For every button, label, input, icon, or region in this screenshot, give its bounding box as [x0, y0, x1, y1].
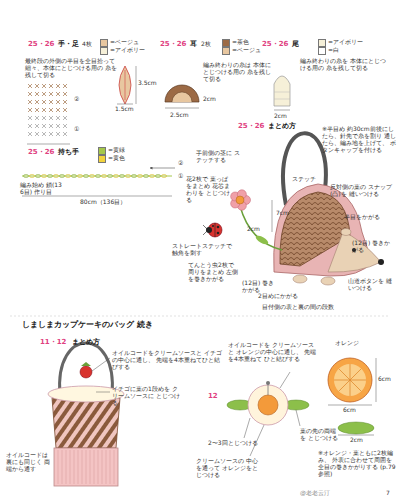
- note-label: 80cm（136目）: [80, 199, 126, 206]
- note-label: オイルコードをクリームソースと イチゴの中心に通し、 先端を4本重ねてひと結びす…: [112, 350, 222, 371]
- orange-piece: [328, 358, 376, 435]
- note-label: 2〜3回とじつける: [208, 440, 258, 447]
- note-label: 目付側の表と裏の間の段数: [262, 304, 334, 311]
- note-label: 持ち手: [58, 148, 79, 156]
- note-label: (12目) 巻きかがる: [242, 280, 276, 294]
- note-label: しましまカップケーキのバッグ 続き: [22, 320, 153, 329]
- color-swatch: [98, 147, 106, 155]
- note-label: 4枚: [82, 41, 92, 48]
- note-label: @老老云汀: [300, 490, 330, 497]
- color-swatch: [318, 39, 326, 47]
- note-label: 耳: [190, 40, 197, 48]
- note-label: 6cm: [378, 376, 391, 383]
- legend-text: =アイボリー: [110, 46, 145, 55]
- legend-text: =ベージュ: [232, 46, 261, 55]
- note-label: 7cm: [276, 210, 289, 217]
- note-label: 山道ボタンを 縫いつける: [348, 278, 396, 292]
- note-label: 2cm: [350, 437, 363, 444]
- note-label: 2目めにかがる: [258, 293, 298, 300]
- legend-item: =黄色: [98, 154, 125, 163]
- legend-item: =アイボリー: [100, 46, 145, 55]
- note-label: 半目をかがる: [344, 214, 380, 221]
- note-label: 反対側の葉の スナップ(凸)を 縫いつける: [330, 184, 396, 198]
- color-swatch: [100, 39, 108, 47]
- legend-text: =茶色: [232, 38, 249, 47]
- note-label: 6cm: [343, 407, 356, 414]
- legend-text: =黄緑: [108, 146, 125, 155]
- note-label: 手前側の茎に ステッチする: [196, 150, 244, 164]
- legend-item: =ベージュ: [222, 46, 261, 55]
- legend-text: =白: [328, 46, 339, 55]
- note-label: ①: [74, 126, 79, 133]
- color-swatch: [318, 47, 326, 55]
- color-swatch: [100, 47, 108, 55]
- note-label: 編み始め 鎖(136目) 作り目: [20, 182, 62, 196]
- section-number: 25・26: [28, 148, 54, 156]
- color-swatch: [222, 39, 230, 47]
- section-number: 25・26: [262, 40, 288, 48]
- color-swatch: [222, 47, 230, 55]
- tail-piece: [274, 76, 290, 110]
- note-label: ①: [178, 173, 183, 180]
- note-label: オイルコードを クリームソースと オレンジの中心に通し、 先端を4本重ねて ひと…: [228, 342, 318, 363]
- note-label: 尾: [292, 40, 299, 48]
- ear-piece: [165, 85, 199, 108]
- section-number: 25・26: [28, 40, 54, 48]
- note-label: ストレートステッチで 触角を刺す: [172, 243, 232, 257]
- note-label: 2.5cm: [170, 112, 189, 119]
- note-label: 花2枚で 葉っぱをまとめ 花芯まわりを とじつける: [186, 176, 232, 204]
- note-label: 最終段の外側の半目を全目拾って 細々、本体にとじつける用の 糸を残して切る: [25, 58, 120, 79]
- note-label: てんとう虫2枚で 周りをまとめ 左側を巻きかがる: [188, 262, 238, 283]
- note-label: (12目) 巻きかがる: [352, 240, 392, 254]
- note-label: ※半目め 約30cm前後にしたら、針先で糸を割り 通したら、編み地を上げて、 ボ…: [322, 126, 396, 154]
- note-label: まとめ方: [72, 338, 100, 346]
- note-label: 葉の先の両端を とじつける: [300, 428, 340, 442]
- legend-text: =アイボリー: [328, 38, 363, 47]
- note-label: ステッチ: [292, 176, 316, 183]
- section-number: 11・12: [40, 338, 66, 346]
- note-label: 編み終わりの糸は 本体にとじつける用の 糸を残して切る: [203, 62, 275, 83]
- section-number: 25・26: [160, 40, 186, 48]
- note-label: 2cm: [274, 113, 287, 120]
- note-label: 手・足: [58, 40, 79, 48]
- section-number: 25・26: [238, 122, 264, 130]
- legend-text: =黄色: [108, 154, 125, 163]
- note-label: 2cm: [247, 226, 260, 233]
- note-label: オレンジ: [335, 340, 359, 347]
- note-label: ※オレンジ・葉ともに2枚編み、 外表に合わせて周囲を 全目の巻きかがりする (p…: [318, 450, 396, 478]
- legend-text: =ベージュ: [110, 38, 139, 47]
- note-label: 3.5cm: [138, 80, 157, 87]
- note-label: イチゴに葉の1段めを クリームソースに とじつける: [112, 386, 182, 407]
- legend-item: =白: [318, 46, 339, 55]
- color-swatch: [98, 155, 106, 163]
- divider: [10, 316, 390, 317]
- section-number: 12: [208, 392, 218, 400]
- note-label: オイルコードは 裏にも同じく 両端から通す: [6, 452, 52, 473]
- note-label: ②: [74, 96, 79, 103]
- note-label: まとめ方: [268, 122, 296, 130]
- note-label: 編み終わりの糸を 本体にとじつける用の 糸を残して切る: [300, 58, 390, 72]
- note-label: 7: [386, 490, 390, 497]
- note-label: ②: [178, 160, 183, 167]
- note-label: クリームソースの 中心を通って オレンジをとじつける: [196, 458, 258, 479]
- note-label: 1.5cm: [115, 106, 134, 113]
- note-label: 2枚: [201, 41, 211, 48]
- note-label: 2cm: [203, 96, 216, 103]
